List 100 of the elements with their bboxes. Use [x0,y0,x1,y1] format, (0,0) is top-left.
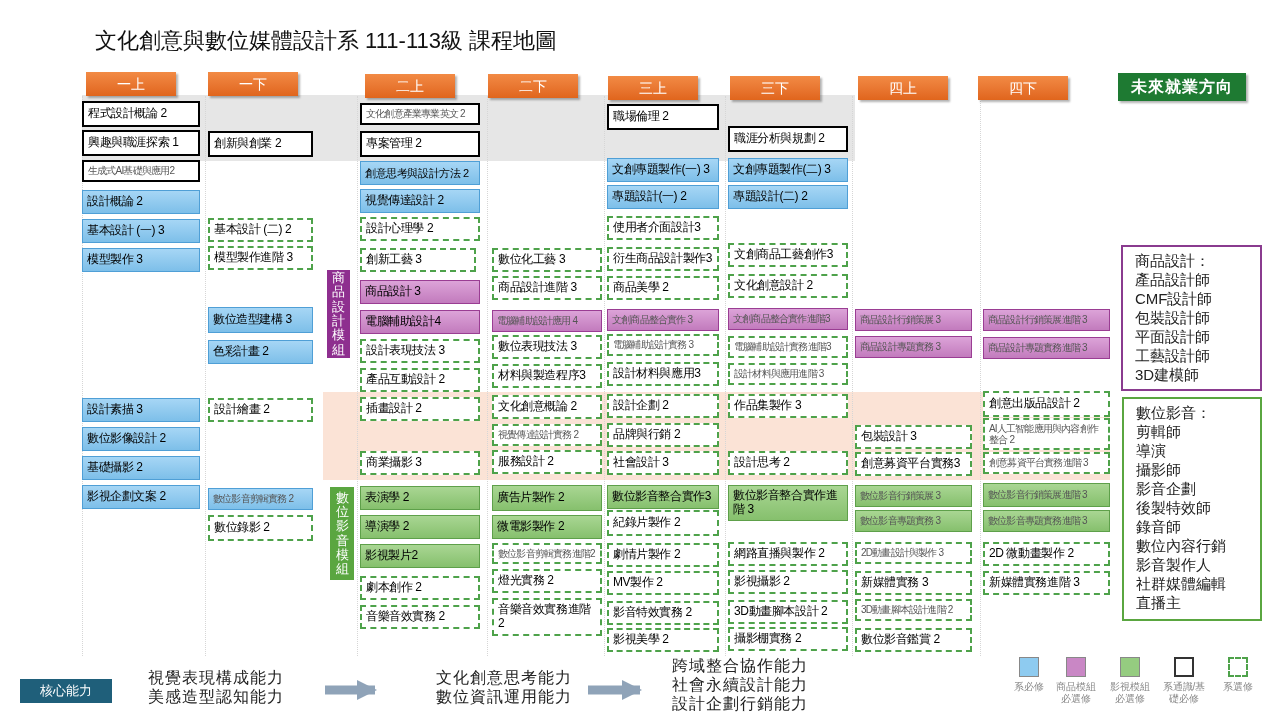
course-box [82,248,200,272]
course-name: 創新與創業 2 [213,137,283,151]
course-box [728,570,848,594]
course-name: 文創商品整合實作 3 [611,314,694,326]
module-name: 數位影音模組 [335,490,349,577]
course-box [607,423,719,447]
course-name: 設計心理學 2 [365,222,435,236]
course-box [607,543,719,567]
course-name: 數位影音剪輯實務進階2 [497,547,596,560]
course-box [607,185,719,209]
course-name: 網路直播與製作 2 [733,547,826,561]
course-name: 專題設計(一) 2 [611,190,688,204]
course-name: 基礎攝影 2 [86,461,144,475]
course-box [983,542,1110,566]
course-name: 商品設計行銷策展進階 3 [987,314,1088,326]
course-name: 新媒體實務進階 3 [988,576,1081,590]
semester-tab [365,74,455,98]
semester-tab [858,76,948,100]
course-name: 商業攝影 3 [365,456,423,470]
course-name: 影視美學 2 [612,633,670,647]
course-name: 基本設計 (一) 3 [86,224,166,238]
course-name: 影視製片2 [364,549,419,563]
course-box [855,571,972,595]
career-item: 數位內容行銷 [1136,536,1226,555]
course-name: 新媒體實務 3 [860,576,930,590]
legend-label: 系選修 [1222,681,1254,693]
course-box [82,190,200,214]
career-heading: 數位影音： [1136,403,1211,422]
career-item: 直播主 [1136,593,1181,612]
course-box [728,243,848,267]
course-name: 專案管理 2 [365,137,423,151]
course-name: AI人工智能應用與內容創作整合 2 [988,422,1100,446]
module-label [330,487,354,580]
career-item: 後製特效師 [1136,498,1211,517]
course-box [82,101,200,127]
course-box [607,104,719,130]
course-box [607,216,719,240]
course-name: 劇情片製作 2 [612,548,682,562]
course-name: 材料與製造程序3 [497,369,587,383]
career-item: 剪輯師 [1136,422,1181,441]
course-name: 數位化工藝 3 [497,253,567,267]
course-box [208,307,313,333]
semester-label: 一上 [117,74,145,94]
course-name: 音樂音效實務 2 [365,610,446,624]
career-item: 導演 [1136,441,1166,460]
career-item: 攝影師 [1136,460,1181,479]
course-name: 生成式AI基礎與應用2 [87,165,176,177]
course-box [360,368,480,392]
semester-tab [208,72,298,96]
course-box [82,456,200,480]
course-name: 數位影音行銷策展進階 3 [987,489,1088,501]
course-name: 音樂音效實務進階 2 [497,603,592,631]
course-name: 衍生商品設計製作3 [612,252,714,266]
course-box [360,280,480,304]
course-name: 模型製作 3 [86,253,144,267]
career-item: 錄音師 [1136,517,1181,536]
course-box [728,308,848,330]
course-name: 基本設計 (二) 2 [213,223,293,237]
course-box [360,103,480,125]
semester-tab [488,74,578,98]
course-box [855,510,972,532]
career-item: 影音製作人 [1136,555,1211,574]
course-name: 文創專題製作(一) 3 [611,163,711,177]
arrow [588,680,642,700]
ability-text: 文化創意思考能力 [436,668,572,687]
course-box [360,310,480,334]
course-box [855,336,972,358]
course-box [82,427,200,451]
course-name: 紀錄片製作 2 [612,516,682,530]
course-box [607,628,719,652]
course-box [208,488,313,510]
course-box [492,364,602,388]
course-name: 2D動畫設計與製作 3 [860,547,945,559]
semester-tab [608,76,698,100]
semester-label: 四上 [889,78,917,98]
course-box [855,309,972,331]
course-box [607,601,719,625]
course-name: 創意募資平台實務3 [860,457,962,471]
course-name: 數位影音剪輯實務 2 [212,493,295,505]
course-box [983,418,1110,450]
course-name: 包裝設計 3 [860,430,918,444]
career-item: 產品設計師 [1135,270,1210,289]
course-box [492,569,602,593]
semester-label: 三上 [639,78,667,98]
course-name: 商品設計 3 [364,285,422,299]
career-item: 影音企劃 [1136,479,1196,498]
course-box [728,185,848,209]
course-box [855,485,972,507]
course-name: 廣告片製作 2 [496,491,566,505]
course-name: 電腦輔助設計實務進階3 [733,341,832,353]
course-box [607,485,719,509]
course-box [492,543,602,564]
course-name: 色彩計畫 2 [212,345,270,359]
course-box [983,452,1110,474]
course-name: 設計繪畫 2 [213,403,271,417]
course-name: 設計概論 2 [86,195,144,209]
course-box [82,160,200,182]
course-name: 職涯分析與規劃 2 [733,132,826,146]
course-name: 影視攝影 2 [733,575,791,589]
course-box [360,397,480,421]
